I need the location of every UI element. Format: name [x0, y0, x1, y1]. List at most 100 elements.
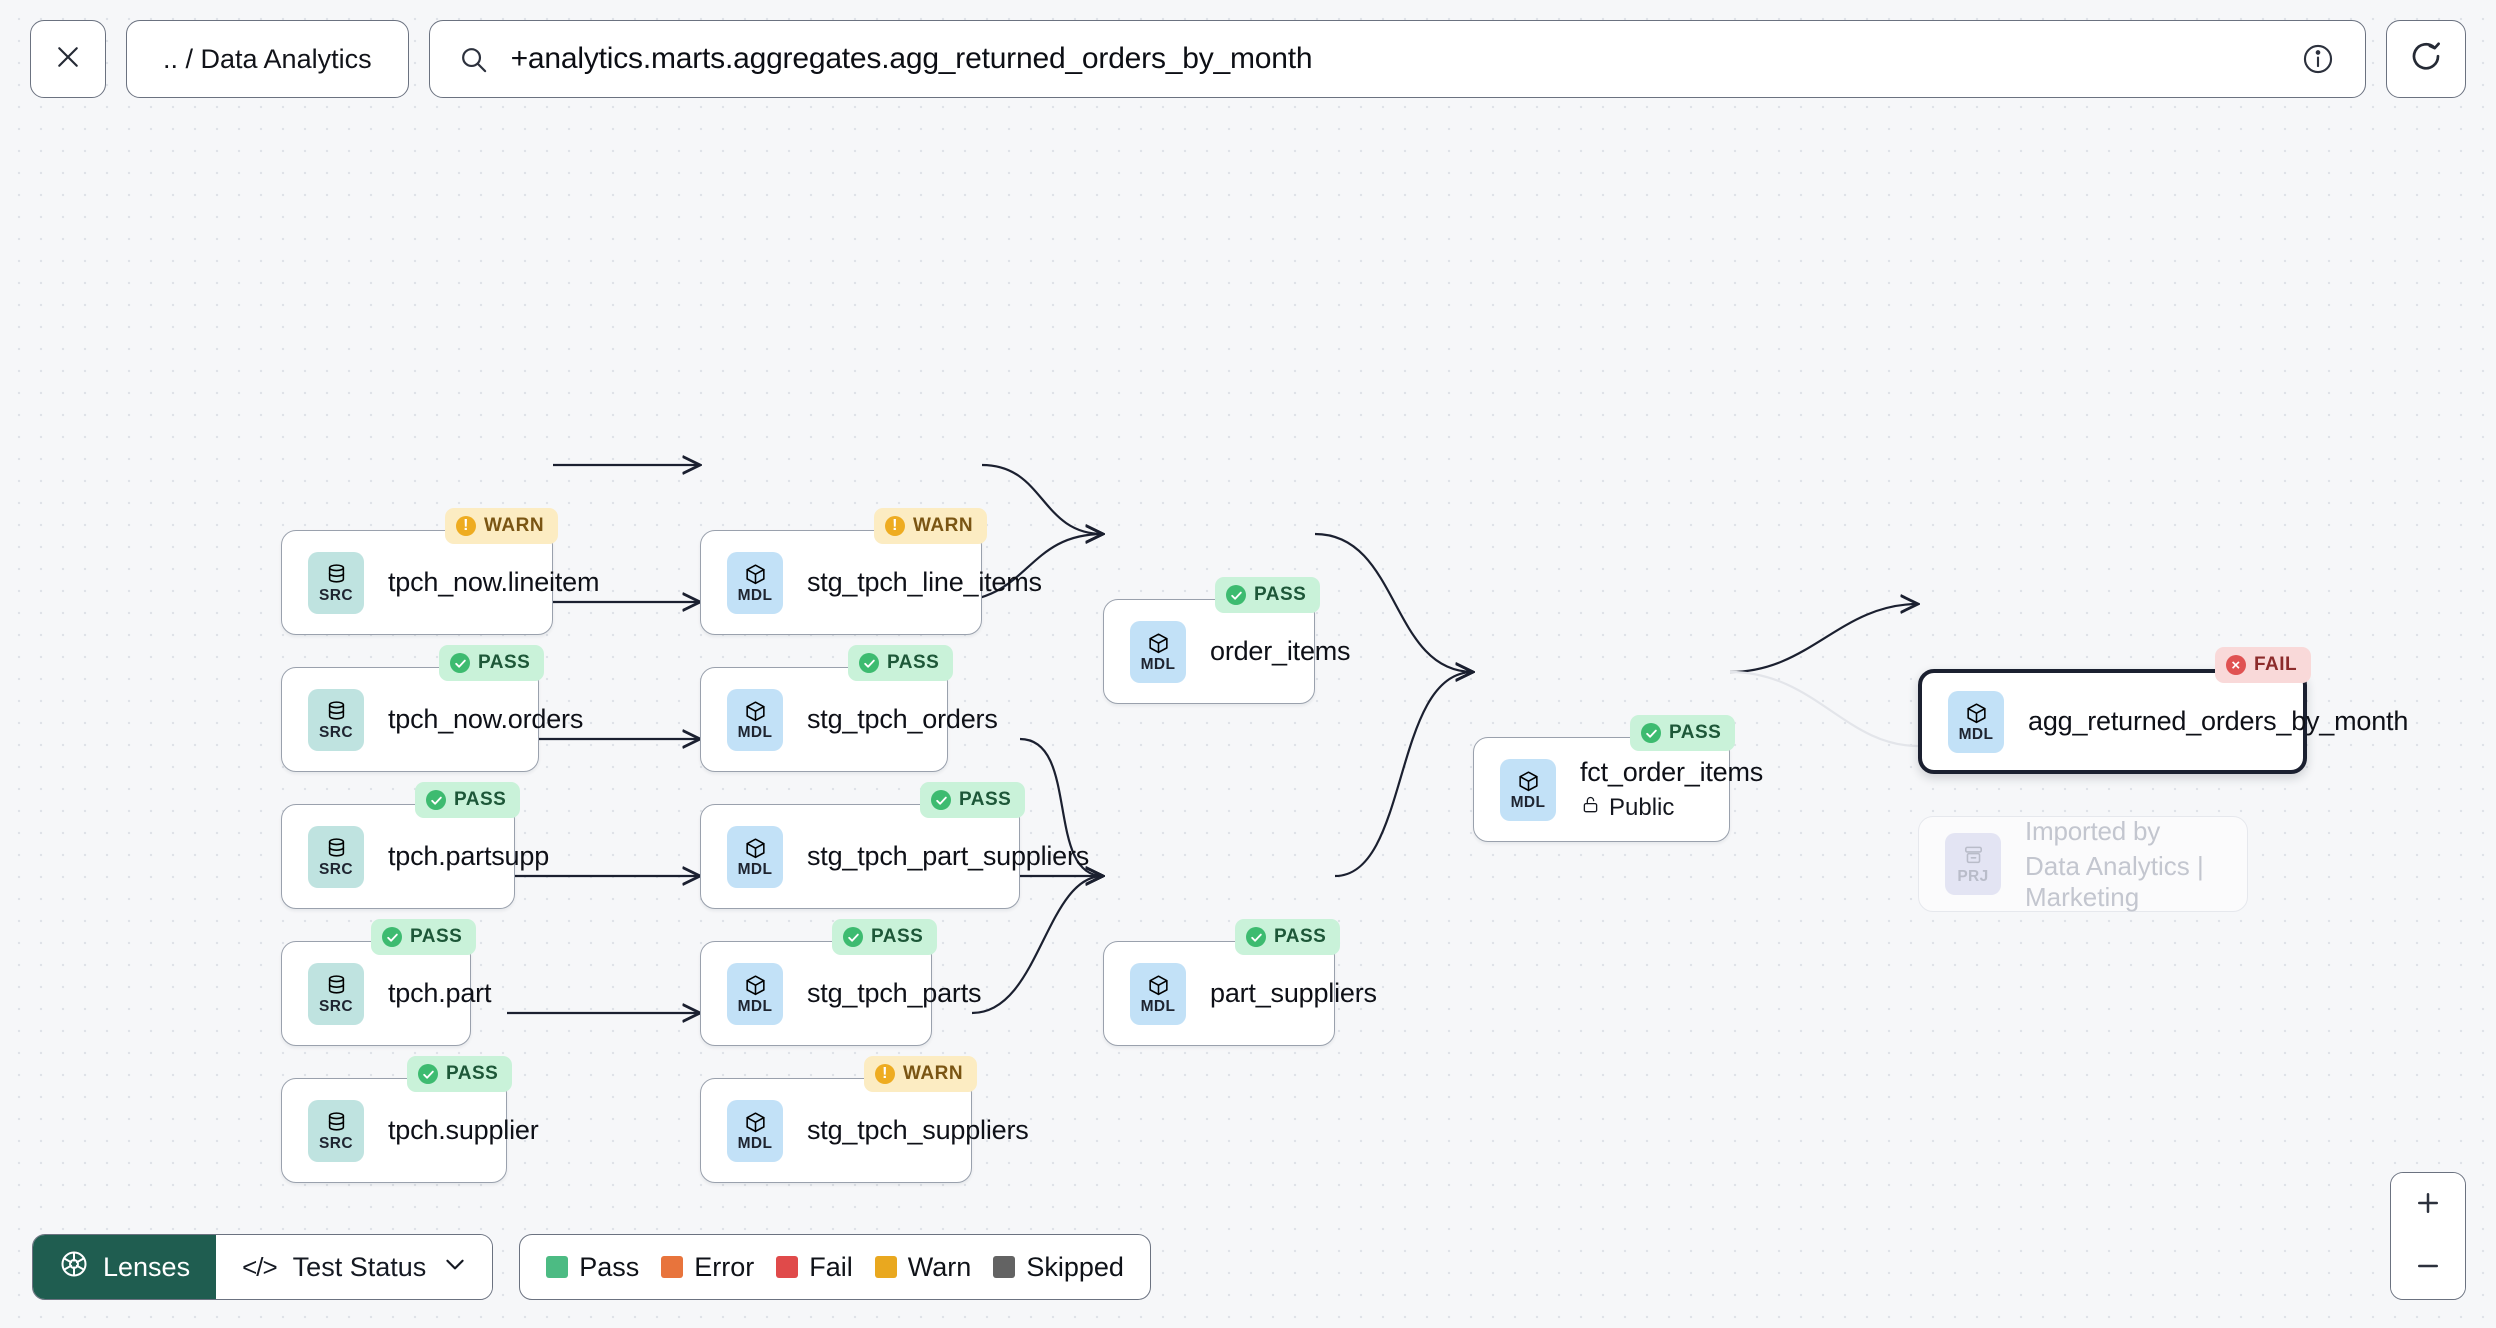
status-badge-warn: ! WARN — [864, 1056, 978, 1092]
graph-node-stg_part_supp[interactable]: MDL stg_tpch_part_suppliers — [700, 804, 1089, 909]
graph-node-part_suppliers[interactable]: MDL part_suppliers — [1103, 941, 1377, 1046]
cube-icon — [743, 562, 768, 587]
pass-icon — [1226, 585, 1246, 605]
legend-item-warn[interactable]: Warn — [874, 1252, 971, 1283]
database-icon — [324, 836, 349, 861]
legend-label: Error — [694, 1251, 755, 1282]
close-button[interactable] — [30, 20, 106, 98]
warn-icon: ! — [885, 516, 905, 536]
pass-icon — [426, 790, 446, 810]
graph-node-src_partsupp[interactable]: SRC tpch.partsupp — [281, 804, 550, 909]
lenses-label: Lenses — [103, 1251, 191, 1282]
bottom-toolbar: Lenses </> Test Status Pass Error Fail — [32, 1234, 1151, 1300]
pass-icon — [843, 927, 863, 947]
node-type-badge-prj: PRJ — [1945, 833, 2001, 895]
node-title: part_suppliers — [1210, 978, 1377, 1008]
graph-node-stg_parts[interactable]: MDL stg_tpch_parts — [700, 941, 982, 1046]
status-badge-label: FAIL — [2254, 654, 2298, 675]
node-title: agg_returned_orders_by_month — [2028, 706, 2409, 736]
aperture-icon — [59, 1249, 89, 1286]
status-badge-label: PASS — [446, 1063, 499, 1084]
status-badge-label: PASS — [478, 652, 531, 673]
pass-icon — [450, 653, 470, 673]
legend-swatch — [661, 1256, 684, 1278]
graph-node-fct_order_items[interactable]: MDL fct_order_items Public — [1473, 737, 1764, 842]
status-badge-label: WARN — [484, 515, 545, 536]
graph-node-src_lineitem[interactable]: SRC tpch_now.lineitem — [281, 530, 600, 635]
node-type-badge-src: SRC — [308, 962, 364, 1025]
graph-node-stg_line_items[interactable]: MDL stg_tpch_line_items — [700, 530, 1042, 635]
node-type-badge-src: SRC — [308, 825, 364, 888]
node-title: fct_order_items — [1580, 757, 1764, 787]
status-badge-label: WARN — [913, 515, 974, 536]
zoom-in-button[interactable] — [2391, 1173, 2465, 1236]
graph-node-src_orders[interactable]: SRC tpch_now.orders — [281, 667, 583, 772]
imported-by-label: Imported by — [2025, 815, 2161, 846]
node-title: tpch.supplier — [388, 1115, 539, 1145]
status-badge-label: PASS — [959, 789, 1012, 810]
cube-icon — [1964, 701, 1989, 726]
status-badge-pass: PASS — [920, 782, 1026, 818]
node-title: order_items — [1210, 636, 1351, 666]
test-status-label: Test Status — [292, 1251, 427, 1282]
graph-node-order_items[interactable]: MDL order_items — [1103, 599, 1351, 704]
legend-item-skipped[interactable]: Skipped — [993, 1252, 1124, 1283]
database-icon — [324, 973, 349, 998]
breadcrumb[interactable]: .. / Data Analytics — [126, 20, 409, 98]
code-icon: </> — [242, 1251, 278, 1282]
database-icon — [324, 1110, 349, 1135]
node-type-badge-mdl: MDL — [1130, 962, 1186, 1025]
fail-icon: × — [2226, 655, 2246, 675]
database-icon — [324, 699, 349, 724]
legend-label: Pass — [579, 1251, 640, 1282]
graph-node-imported_by[interactable]: PRJ Imported by Data Analytics | Marketi… — [1918, 816, 2248, 912]
graph-node-stg_orders[interactable]: MDL stg_tpch_orders — [700, 667, 998, 772]
pass-icon — [382, 927, 402, 947]
cube-icon — [743, 699, 768, 724]
pass-icon — [931, 790, 951, 810]
legend-item-error[interactable]: Error — [661, 1252, 754, 1283]
close-icon — [53, 42, 83, 77]
node-visibility: Public — [1580, 794, 1729, 822]
status-badge-label: WARN — [903, 1063, 964, 1084]
top-toolbar: .. / Data Analytics — [0, 0, 2496, 118]
search-bar[interactable] — [428, 20, 2366, 98]
lenses-button[interactable]: Lenses — [33, 1235, 217, 1299]
status-badge-pass: PASS — [439, 645, 545, 681]
legend-item-pass[interactable]: Pass — [546, 1252, 639, 1283]
zoom-controls — [2390, 1172, 2466, 1300]
node-type-badge-mdl: MDL — [727, 962, 783, 1025]
legend-swatch — [874, 1256, 897, 1278]
legend-item-fail[interactable]: Fail — [776, 1252, 853, 1283]
status-badge-pass: PASS — [407, 1056, 513, 1092]
node-type-badge-mdl: MDL — [727, 1099, 783, 1162]
refresh-button[interactable] — [2386, 20, 2466, 98]
graph-canvas[interactable]: SRC tpch_now.lineitem ! WARN SRC tpch_now… — [0, 118, 2496, 1328]
status-badge-fail: × FAIL — [2215, 647, 2312, 683]
status-badge-label: PASS — [1274, 926, 1327, 947]
graph-node-agg_returned[interactable]: MDL agg_returned_orders_by_month — [1918, 669, 2409, 774]
node-title: stg_tpch_line_items — [807, 567, 1042, 597]
node-title: tpch.partsupp — [388, 841, 550, 871]
node-type-badge-mdl: MDL — [727, 688, 783, 751]
status-badge-label: PASS — [1254, 584, 1307, 605]
warn-icon: ! — [875, 1064, 895, 1084]
node-title: stg_tpch_suppliers — [807, 1115, 1029, 1145]
test-status-dropdown[interactable]: </> Test Status — [216, 1235, 493, 1299]
search-input[interactable] — [510, 42, 2279, 76]
status-badge-label: PASS — [1669, 722, 1722, 743]
graph-node-src_part[interactable]: SRC tpch.part — [281, 941, 491, 1046]
search-icon — [458, 44, 489, 75]
status-legend: Pass Error Fail Warn Skipped — [519, 1234, 1151, 1300]
graph-node-src_supplier[interactable]: SRC tpch.supplier — [281, 1078, 539, 1183]
node-title: tpch_now.lineitem — [388, 567, 600, 597]
graph-node-stg_suppliers[interactable]: MDL stg_tpch_suppliers — [700, 1078, 1029, 1183]
status-badge-pass: PASS — [1215, 577, 1321, 613]
status-badge-warn: ! WARN — [874, 508, 988, 544]
node-type-badge-src: SRC — [308, 688, 364, 751]
info-icon[interactable] — [2301, 42, 2335, 76]
zoom-out-button[interactable] — [2391, 1236, 2465, 1299]
minus-icon — [2413, 1251, 2443, 1284]
refresh-icon — [2408, 39, 2444, 80]
